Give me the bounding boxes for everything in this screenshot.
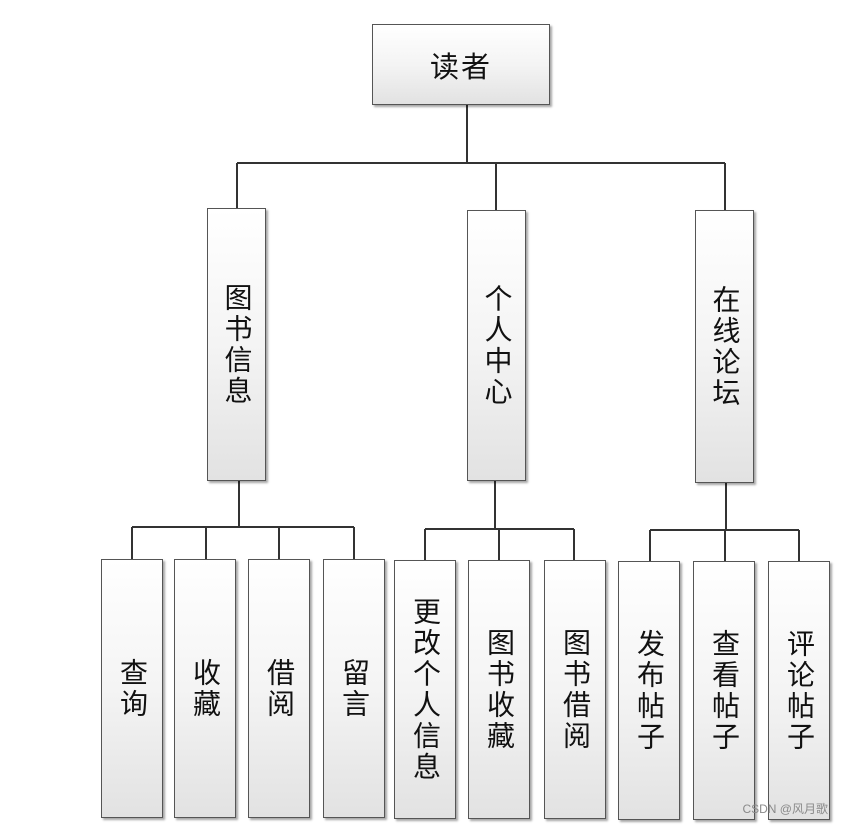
leaf-node-label: 发布帖子 <box>633 628 666 753</box>
leaf-node-label: 查询 <box>116 657 149 720</box>
leaf-node-label: 图书借阅 <box>559 627 592 752</box>
category-node-book-info: 图书信息 <box>207 208 266 481</box>
category-node-label: 在线论坛 <box>708 284 742 409</box>
leaf-node: 查看帖子 <box>693 561 755 820</box>
category-node-personal-center: 个人中心 <box>467 210 526 481</box>
leaf-node: 图书收藏 <box>468 560 530 819</box>
leaf-node: 图书借阅 <box>544 560 606 819</box>
category-node-label: 个人中心 <box>480 283 514 408</box>
leaf-node: 发布帖子 <box>618 561 680 820</box>
leaf-node-label: 图书收藏 <box>483 627 516 752</box>
leaf-node: 借阅 <box>248 559 310 818</box>
leaf-node: 收藏 <box>174 559 236 818</box>
category-node-online-forum: 在线论坛 <box>695 210 754 483</box>
leaf-node-label: 评论帖子 <box>783 628 816 753</box>
leaf-node: 更改个人信息 <box>394 560 456 819</box>
leaf-node: 查询 <box>101 559 163 818</box>
leaf-node-label: 更改个人信息 <box>409 596 442 783</box>
leaf-node: 留言 <box>323 559 385 818</box>
leaf-node-label: 借阅 <box>263 657 296 720</box>
root-node-label: 读者 <box>429 49 492 84</box>
root-node: 读者 <box>372 24 550 105</box>
watermark: CSDN @风月歌 <box>742 802 828 816</box>
leaf-node-label: 收藏 <box>189 657 222 720</box>
leaf-node: 评论帖子 <box>768 561 830 820</box>
category-node-label: 图书信息 <box>220 282 254 407</box>
leaf-node-label: 留言 <box>338 657 371 720</box>
leaf-node-label: 查看帖子 <box>708 628 741 753</box>
